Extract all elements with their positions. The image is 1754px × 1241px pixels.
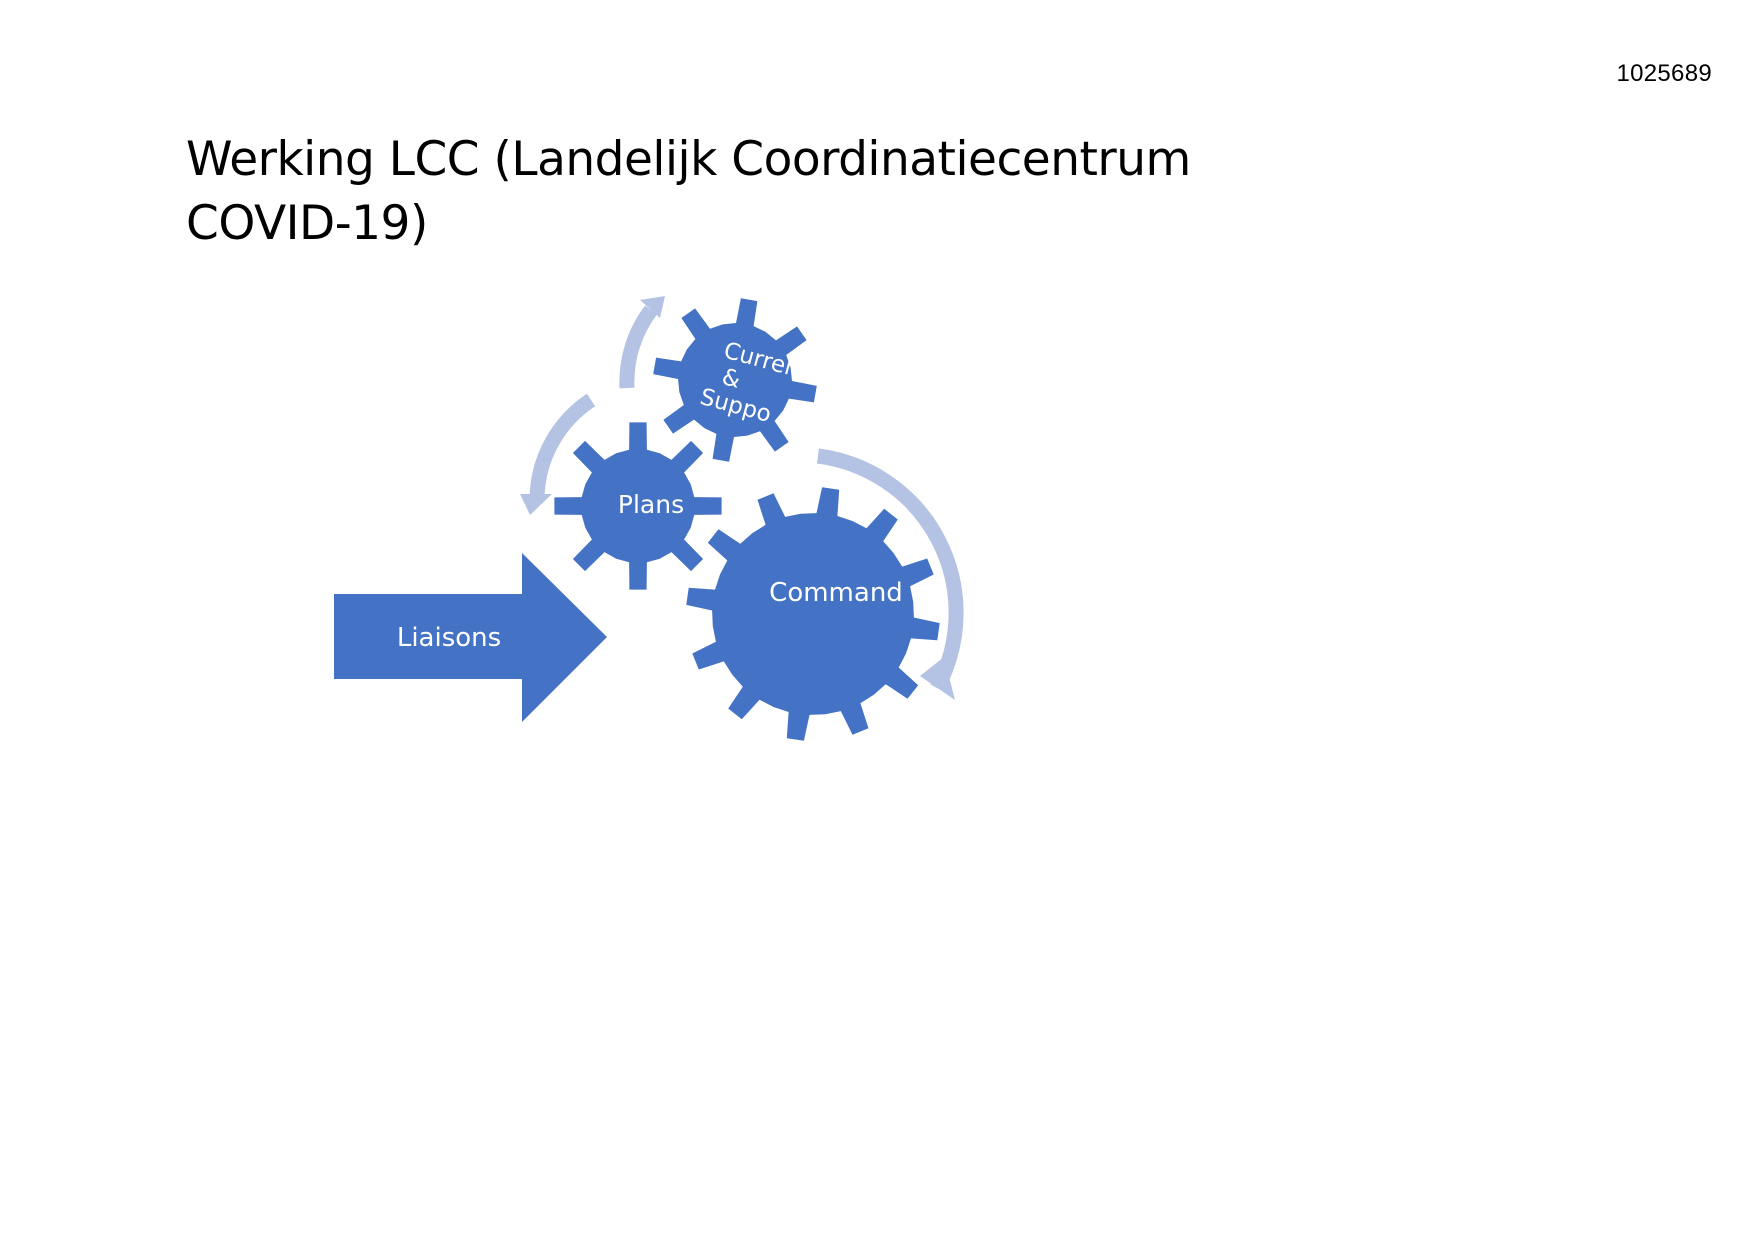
gear-plans-label: Plans [618,490,684,519]
gear-command: Command [686,487,940,741]
cycle-arrow-command [817,448,964,692]
page-title: Werking LCC (Landelijk Coordinatiecentru… [186,128,1286,256]
gear-current-support: Curren & Suppo [653,298,817,462]
liaisons-arrow-shape [334,553,607,722]
gear-plans-shape [554,422,722,590]
page-title-line-2: COVID-19) [186,196,428,251]
cycle-arrow-plans-to-current [619,305,658,389]
liaisons-arrow: Liaisons [334,553,607,722]
cycle-arrow-plans-to-current-head [640,296,665,318]
liaisons-label: Liaisons [397,623,501,653]
gear-command-label: Command [769,578,903,608]
cycle-arrows [520,296,964,700]
cycle-arrow-command-head [920,657,955,700]
gear-current-support-shape [653,298,817,462]
cycle-arrow-current-to-plans [529,393,596,501]
document-id: 1025689 [1616,60,1712,87]
cycle-arrow-current-to-plans-head [520,494,552,515]
gear-command-shape [686,487,940,741]
gear-plans: Plans [554,422,722,590]
page-title-line-1: Werking LCC (Landelijk Coordinatiecentru… [186,132,1191,187]
